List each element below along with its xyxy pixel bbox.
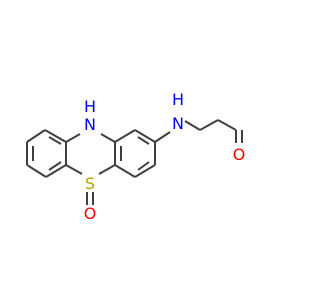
bond: [45, 164, 67, 178]
bond: [217, 119, 237, 131]
amide-hydrogen-label: H: [172, 90, 184, 109]
sulfur-label: S: [85, 174, 95, 193]
ring-nitrogen-label: N: [84, 115, 96, 134]
bond: [114, 129, 136, 143]
bond: [114, 164, 136, 178]
bond: [98, 164, 116, 175]
bond: [44, 129, 67, 143]
bond: [137, 136, 150, 145]
bond: [184, 120, 201, 131]
carbonyl-oxygen-label: O: [233, 145, 246, 164]
bond: [137, 161, 150, 171]
sulfoxide-oxygen-label: O: [84, 204, 97, 223]
bond: [26, 164, 47, 178]
amide-nitrogen-label: N: [172, 114, 184, 133]
bond: [48, 136, 62, 145]
bond: [100, 133, 116, 143]
bond-lines: [26, 119, 243, 205]
ring-hydrogen-label: H: [84, 97, 96, 116]
bond: [154, 131, 171, 143]
bond: [199, 119, 219, 131]
bond: [65, 133, 81, 143]
bond: [134, 129, 156, 143]
molecule-structure: H N S O N H O: [26, 90, 246, 223]
bond: [48, 161, 62, 171]
bond: [26, 129, 46, 143]
bond: [134, 164, 156, 178]
bond: [65, 164, 83, 175]
